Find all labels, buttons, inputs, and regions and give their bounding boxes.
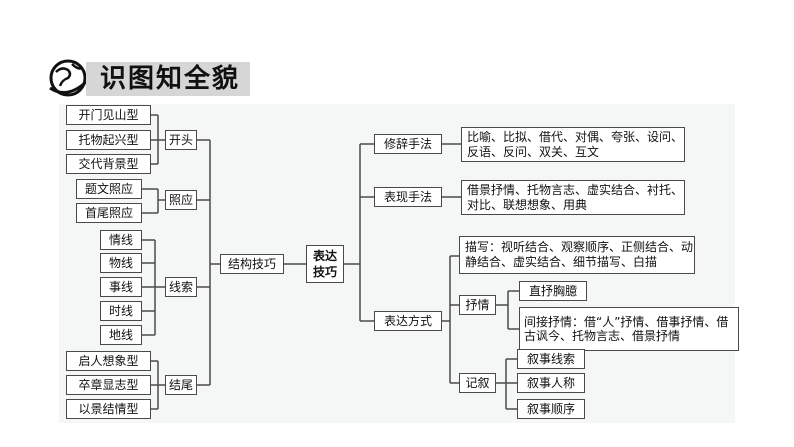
header-title: 识图知全貌 [100,64,241,94]
narration-item-3: 叙事顺序 [517,399,585,419]
clue-item-3: 事线 [100,277,142,297]
rhetoric-node: 修辞手法 [374,134,442,154]
lyric-item-1: 直抒胸臆 [519,281,587,301]
opening-item-3: 交代背景型 [66,154,151,174]
technique-detail: 借景抒情、托物言志、虚实结合、衬托、对比、联想想象、用典 [461,180,685,215]
opening-node: 开头 [165,130,197,150]
ending-node: 结尾 [165,375,197,395]
echo-item-2: 首尾照应 [76,203,142,223]
narration-item-2: 叙事人称 [517,373,585,393]
lyric-node: 抒情 [459,295,496,315]
clue-item-5: 地线 [100,325,142,345]
clue-node: 线索 [165,277,197,297]
root-node: 表达技巧 [306,245,344,283]
echo-node: 照应 [165,190,197,210]
globe-icon [49,59,90,97]
expression-node: 表达方式 [374,311,442,331]
description-detail: 描写：视听结合、观察顺序、正侧结合、动静结合、虚实结合、细节描写、白描 [459,236,695,274]
clue-item-4: 时线 [100,301,142,321]
rhetoric-detail: 比喻、比拟、借代、对偶、夸张、设问、反语、反问、双关、互文 [461,127,685,162]
clue-item-1: 情线 [100,230,142,250]
opening-item-1: 开门见山型 [66,105,151,125]
clue-item-2: 物线 [100,253,142,273]
narration-item-1: 叙事线索 [517,349,585,369]
lyric-item-2: 间接抒情：借“人”抒情、借事抒情、借古讽今、托物言志、借景抒情 [519,307,739,351]
ending-item-3: 以景结情型 [66,399,151,419]
header-bar [86,62,250,96]
opening-item-2: 托物起兴型 [66,130,151,150]
section-header: 识图知全貌 [46,56,250,100]
ending-item-2: 卒章显志型 [66,375,151,395]
structure-node: 结构技巧 [220,254,284,274]
narration-node: 记叙 [459,373,496,393]
ending-item-1: 启人想象型 [66,351,151,371]
technique-node: 表现手法 [374,187,442,207]
echo-item-1: 题文照应 [76,179,142,199]
